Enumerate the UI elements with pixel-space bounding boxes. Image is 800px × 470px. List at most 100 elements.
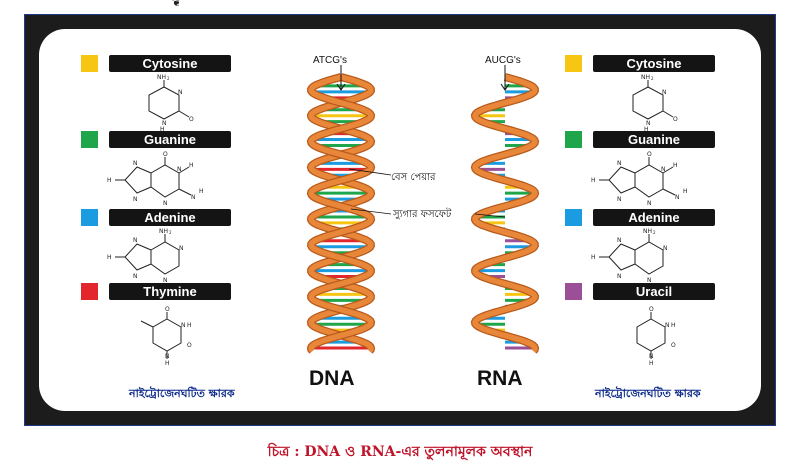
svg-text:2: 2 [653, 230, 656, 235]
svg-text:N: N [647, 277, 652, 282]
guanine-label: Guanine [593, 131, 715, 148]
svg-text:NH: NH [641, 74, 650, 81]
svg-text:N: N [661, 166, 666, 173]
svg-text:N: N [617, 196, 622, 203]
rna-top-label: AUCG's [485, 55, 521, 66]
guanine-label: Guanine [109, 131, 231, 148]
svg-text:N: N [181, 322, 186, 329]
base-pair-annotation: বেস পেয়ার [391, 172, 436, 183]
sugar-phosphate-strand [308, 74, 374, 353]
svg-text:H: H [644, 126, 649, 131]
guanine-swatch [565, 131, 582, 148]
svg-text:N: N [191, 194, 196, 201]
svg-text:N: N [178, 89, 183, 96]
cytosine-swatch [81, 55, 98, 72]
svg-text:H: H [165, 360, 170, 365]
svg-text:O: O [189, 116, 194, 123]
adenine-label: Adenine [593, 209, 715, 226]
guanine-structure-left: OH NN NN NH H [107, 151, 204, 207]
thymine-swatch [81, 283, 98, 300]
svg-text:N: N [665, 322, 670, 329]
dna-label: DNA [309, 367, 355, 390]
svg-text:N: N [647, 200, 652, 207]
guanine-swatch [81, 131, 98, 148]
svg-text:H: H [673, 162, 678, 169]
uracil-structure-right: ON HN HO [636, 306, 676, 365]
svg-text:H: H [187, 322, 192, 329]
svg-text:N: N [617, 273, 622, 280]
figure-frame: Cytosine Guanine Adenine Thymine Cytosin… [24, 14, 776, 426]
svg-text:O: O [163, 151, 168, 158]
annotation-pointers [348, 168, 506, 218]
svg-text:O: O [671, 342, 676, 349]
nitrogen-base-caption-left: নাইট্রোজেনঘটিত ক্ষারক [129, 387, 235, 400]
dna-top-label: ATCG's [313, 55, 347, 66]
svg-text:N: N [179, 245, 184, 252]
sugar-phosphate-strand [472, 74, 538, 353]
svg-text:N: N [649, 353, 654, 360]
svg-text:N: N [133, 160, 138, 167]
svg-text:H: H [683, 188, 688, 195]
svg-text:H: H [649, 360, 654, 365]
svg-text:H: H [107, 177, 112, 184]
svg-text:N: N [646, 120, 651, 127]
cytosine-label: Cytosine [593, 55, 715, 72]
svg-text:O: O [649, 306, 654, 313]
adenine-swatch [565, 209, 582, 226]
dna-double-helix [306, 65, 376, 354]
svg-text:N: N [133, 237, 138, 244]
svg-text:H: H [591, 177, 596, 184]
svg-text:O: O [165, 306, 170, 313]
cytosine-swatch [565, 55, 582, 72]
svg-text:N: N [165, 353, 170, 360]
adenine-swatch [81, 209, 98, 226]
svg-text:2: 2 [169, 230, 172, 235]
svg-text:NH: NH [159, 228, 168, 235]
svg-text:N: N [163, 277, 168, 282]
svg-text:2: 2 [167, 76, 170, 81]
svg-text:H: H [591, 254, 596, 261]
svg-text:H: H [671, 322, 676, 329]
svg-text:N: N [133, 196, 138, 203]
svg-text:H: H [160, 126, 165, 131]
svg-text:H: H [107, 254, 112, 261]
thymine-label: Thymine [109, 283, 231, 300]
svg-text:N: N [177, 166, 182, 173]
figure-panel: Cytosine Guanine Adenine Thymine Cytosin… [39, 29, 761, 411]
svg-text:O: O [647, 151, 652, 158]
nitrogen-base-caption-right: নাইট্রোজেনঘটিত ক্ষারক [595, 387, 701, 400]
svg-text:O: O [673, 116, 678, 123]
svg-text:N: N [662, 89, 667, 96]
thymine-structure-left: ON HN HO [140, 306, 192, 365]
svg-text:N: N [663, 245, 668, 252]
svg-text:NH: NH [643, 228, 652, 235]
svg-text:N: N [617, 160, 622, 167]
svg-text:H: H [189, 162, 194, 169]
guanine-structure-right: OH NN NN NH H [591, 151, 688, 207]
svg-text:N: N [163, 200, 168, 207]
svg-text:N: N [675, 194, 680, 201]
svg-text:NH: NH [157, 74, 166, 81]
corner-mark: ❦ [172, 0, 182, 9]
svg-text:N: N [617, 237, 622, 244]
uracil-swatch [565, 283, 582, 300]
svg-text:N: N [162, 120, 167, 127]
sugar-phosphate-strand [308, 74, 374, 353]
uracil-label: Uracil [593, 283, 715, 300]
adenine-label: Adenine [109, 209, 231, 226]
rna-label: RNA [477, 367, 523, 390]
svg-text:H: H [199, 188, 204, 195]
arrow-down-icon [500, 65, 510, 91]
svg-text:O: O [187, 342, 192, 349]
svg-text:2: 2 [651, 76, 654, 81]
cytosine-label: Cytosine [109, 55, 231, 72]
arrow-down-icon [336, 65, 346, 91]
svg-text:N: N [133, 273, 138, 280]
figure-caption: চিত্র : DNA ও RNA-এর তুলনামূলক অবস্থান [267, 444, 533, 460]
sugar-phosphate-annotation: স্যুগার ফসফেট [393, 209, 452, 220]
rna-helix [470, 65, 540, 354]
